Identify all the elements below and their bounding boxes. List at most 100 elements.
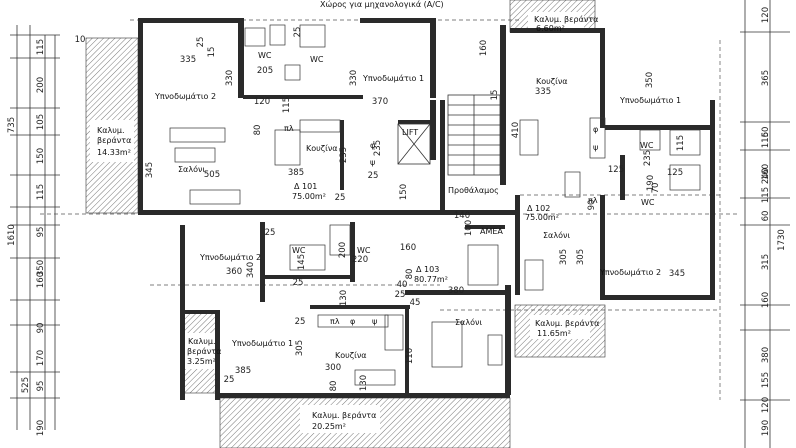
a101-veranda-line2: βεράντα <box>97 136 131 145</box>
a102-veranda-top-area: 6.60m² <box>536 24 565 33</box>
interior-dim-44: 160 <box>400 243 416 253</box>
a103-veranda-small-line2: βεράντα <box>187 347 221 356</box>
interior-dim-26: 350 <box>645 72 655 88</box>
a101-living-label: Σαλόνι <box>178 164 205 174</box>
left-outer-dim-0: 735 <box>7 117 17 133</box>
interior-dim-57: 80 <box>329 381 339 392</box>
interior-dim-31: 125 <box>667 168 683 178</box>
interior-dim-8: 120 <box>254 97 270 107</box>
a101-wc2-label: WC <box>310 55 324 64</box>
veranda-101-label-bg <box>90 120 134 162</box>
interior-dim-43: 220 <box>352 255 368 265</box>
interior-dim-39: 340 <box>246 262 256 278</box>
interior-dim-50: 25 <box>395 290 406 300</box>
right-dimension-lines <box>740 0 790 448</box>
a102-living-label: Σαλόνι <box>543 230 570 240</box>
a102-bedroom2-label: Υπνοδωμάτιο 2 <box>599 268 661 277</box>
interior-dim-10: 80 <box>253 125 263 136</box>
interior-dim-23: 100 <box>464 220 474 236</box>
interior-dim-46: 40 <box>397 280 408 290</box>
right-inner-dim-9: 160 <box>761 292 771 308</box>
left-dimension-lines <box>10 25 60 430</box>
interior-dim-11: 235 <box>339 147 349 163</box>
a103-living-label: Σαλόνι <box>455 317 482 327</box>
interior-dim-51: 300 <box>325 363 341 373</box>
right-inner-dim-12: 120 <box>761 397 771 413</box>
interior-dim-47: 380 <box>448 286 464 296</box>
interior-dim-56: 25 <box>295 317 306 327</box>
interior-dim-17: 25 <box>368 171 379 181</box>
veranda-102-top-label-bg <box>528 12 584 32</box>
interior-dim-45: 80 <box>405 269 415 280</box>
a102-apartment-label: Δ 102 <box>527 204 550 213</box>
a103-apartment-label: Δ 103 <box>416 265 439 274</box>
right-inner-dim-13: 190 <box>761 420 771 436</box>
a102-kitchen-label: Κουζίνα <box>536 77 568 86</box>
a103-kitchen-label: Κουζίνα <box>335 351 367 360</box>
interior-dim-41: 25 <box>293 278 304 288</box>
interior-dim-53: 25 <box>224 375 235 385</box>
interior-dim-27: 125 <box>608 165 624 175</box>
psi-symbol-103: ψ <box>372 317 377 326</box>
interior-dim-14: 385 <box>288 168 304 178</box>
amea-label: ΑΜΕΑ <box>480 227 503 236</box>
interior-dim-28: 190 <box>646 175 656 191</box>
right-inner-dim-6: 115 <box>761 187 771 203</box>
interior-dim-18: 10 <box>75 35 86 45</box>
interior-dim-2: 25 <box>196 37 206 48</box>
interior-dim-20: 15 <box>490 90 500 101</box>
phi-symbol-101: φ <box>370 141 375 150</box>
left-inner-dim-5: 95 <box>36 227 46 238</box>
lift-shaft <box>397 123 431 165</box>
interior-dim-49: 305 <box>295 340 305 356</box>
a103-wc1-label: WC <box>292 246 306 255</box>
left-inner-dim-6: 350 <box>36 260 46 276</box>
a101-veranda-line1: Καλυμ. <box>97 126 125 135</box>
phi-symbol-102: φ <box>593 125 598 134</box>
lobby-label: Προθάλαμος <box>448 186 499 195</box>
interior-dim-3: 15 <box>207 47 217 58</box>
a103-pl-label: πλ <box>330 317 340 326</box>
left-inner-dim-9: 170 <box>36 350 46 366</box>
walls <box>138 18 715 400</box>
a102-bedroom1-label: Υπνοδωμάτιο 1 <box>619 96 681 105</box>
interior-dim-42: 200 <box>338 242 348 258</box>
interior-dim-21: 150 <box>399 184 409 200</box>
right-inner-dim-4: 60 <box>761 127 771 138</box>
a103-apartment-area: 80.77m² <box>414 275 448 284</box>
a103-wc2-label: WC <box>357 246 371 255</box>
interior-dim-5: 25 <box>293 27 303 38</box>
a103-veranda-small-area: 3.25m² <box>187 357 216 366</box>
interior-dim-19: 160 <box>479 40 489 56</box>
a103-veranda-bottom: Καλυμ. βεράντα <box>312 411 376 420</box>
interior-dim-37: 25 <box>265 228 276 238</box>
left-outer-dim-1: 1610 <box>7 224 17 246</box>
interior-dim-58: 45 <box>410 298 421 308</box>
a103-bedroom2-label: Υπνοδωμάτιο 2 <box>199 253 261 262</box>
interior-dim-38: 360 <box>226 267 242 277</box>
left-inner-dim-1: 200 <box>36 77 46 93</box>
interior-dim-15: 235 <box>373 140 383 156</box>
furniture <box>169 24 701 386</box>
interior-dim-25: 410 <box>511 122 521 138</box>
veranda-102-bottom-label-bg <box>530 315 590 339</box>
right-inner-dim-1: 365 <box>761 70 771 86</box>
interior-dim-7: 370 <box>372 97 388 107</box>
stairs <box>447 94 501 176</box>
a101-veranda-area: 14.33m² <box>97 148 131 157</box>
veranda-103-small-label-bg <box>185 333 217 369</box>
left-inner-dim-2: 105 <box>36 114 46 130</box>
a102-apartment-area: 75.00m² <box>525 213 559 222</box>
interior-dim-9: 115 <box>282 97 292 113</box>
a101-apartment-label: Δ 101 <box>294 182 317 191</box>
a103-bedroom1-label: Υπνοδωμάτιο 1 <box>231 339 293 348</box>
a101-bedroom2-label: Υπνοδωμάτιο 2 <box>154 92 216 101</box>
interior-dim-33: 305 <box>576 249 586 265</box>
a101-kitchen-label: Κουζίνα <box>306 144 338 153</box>
a102-veranda-bottom-area: 11.65m² <box>537 329 571 338</box>
